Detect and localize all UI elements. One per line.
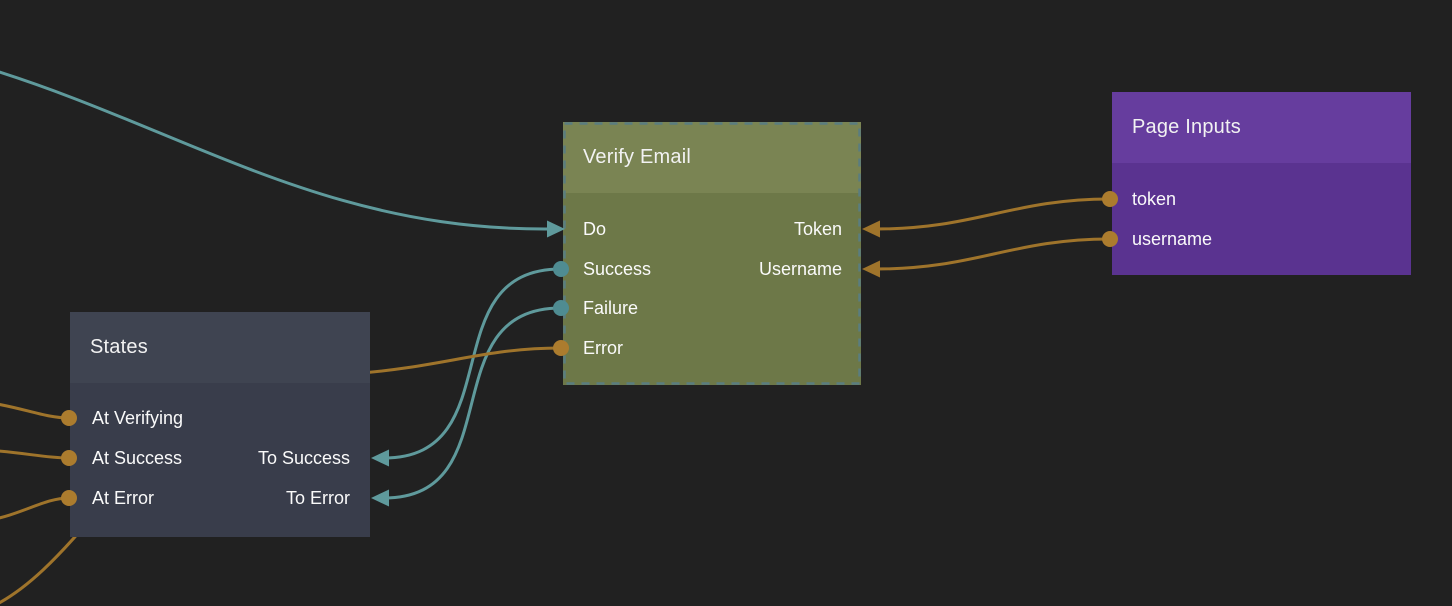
port-dot-at-verifying[interactable] [61,410,77,426]
node-page-inputs[interactable]: Page Inputs token username [1112,92,1411,275]
node-header: Page Inputs [1112,92,1411,163]
arrow-to-success-icon[interactable] [371,449,389,467]
port-dot-success[interactable] [553,261,569,277]
port-label-at-success[interactable]: At Success [92,448,183,468]
node-title: States [90,336,148,358]
port-label-username[interactable]: Username [758,259,842,279]
edge-states-to-error-port[interactable] [349,346,562,376]
port-dot-username[interactable] [1102,231,1118,247]
port-label-do[interactable]: Do [583,219,607,239]
port-label-at-verifying[interactable]: At Verifying [92,408,184,428]
port-label-error[interactable]: Error [583,338,623,358]
port-dot-at-success[interactable] [61,450,77,466]
port-label-to-success[interactable]: To Success [257,448,350,468]
port-label-token-output[interactable]: token [1132,189,1177,209]
arrow-token-icon[interactable] [862,220,880,238]
selection-outline [563,122,861,385]
edge-failure-to-error[interactable] [383,306,562,500]
edge-do[interactable] [0,66,552,231]
node-header: States [70,312,370,383]
node-verify-email[interactable]: Verify Email Do Success Failure Error To… [563,122,861,385]
port-label-success[interactable]: Success [583,259,652,279]
port-dot-token[interactable] [1102,191,1118,207]
node-title: Verify Email [583,146,691,168]
edge-username[interactable] [875,237,1111,271]
port-dot-at-error[interactable] [61,490,77,506]
node-title: Page Inputs [1132,116,1241,138]
arrow-username-icon[interactable] [862,260,880,278]
port-dot-failure[interactable] [553,300,569,316]
port-label-failure[interactable]: Failure [583,298,639,318]
node-states[interactable]: States At Verifying At Success At Error … [70,312,370,537]
node-body [1112,163,1411,275]
port-label-token[interactable]: Token [793,219,842,239]
edge-token[interactable] [875,197,1111,231]
node-body [563,193,861,385]
port-label-at-error[interactable]: At Error [92,488,155,508]
port-dot-error[interactable] [553,340,569,356]
port-label-username-output[interactable]: username [1132,229,1213,249]
arrow-do-icon[interactable] [547,220,565,238]
edge-success-to-success[interactable] [383,267,562,460]
arrow-to-error-icon[interactable] [371,489,389,507]
port-label-to-error[interactable]: To Error [285,488,350,508]
node-header: Verify Email [563,122,861,193]
node-body [70,383,370,537]
